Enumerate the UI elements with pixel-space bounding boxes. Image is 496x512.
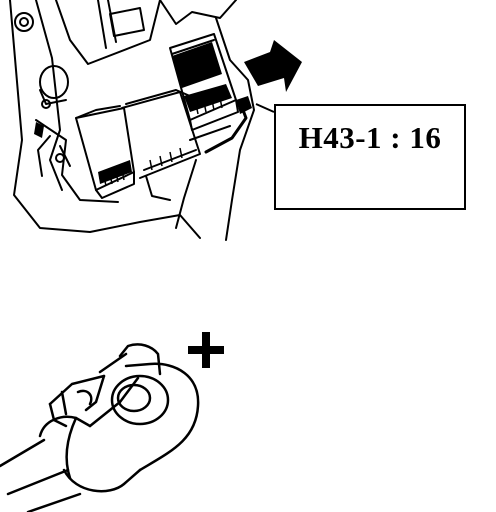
plus-icon — [188, 332, 224, 368]
fuse-reference-label: H43-1 : 16 — [298, 120, 442, 155]
pointer-arrow-icon — [244, 40, 302, 92]
fuse-reference-callout: H43-1 : 16 — [274, 104, 466, 210]
